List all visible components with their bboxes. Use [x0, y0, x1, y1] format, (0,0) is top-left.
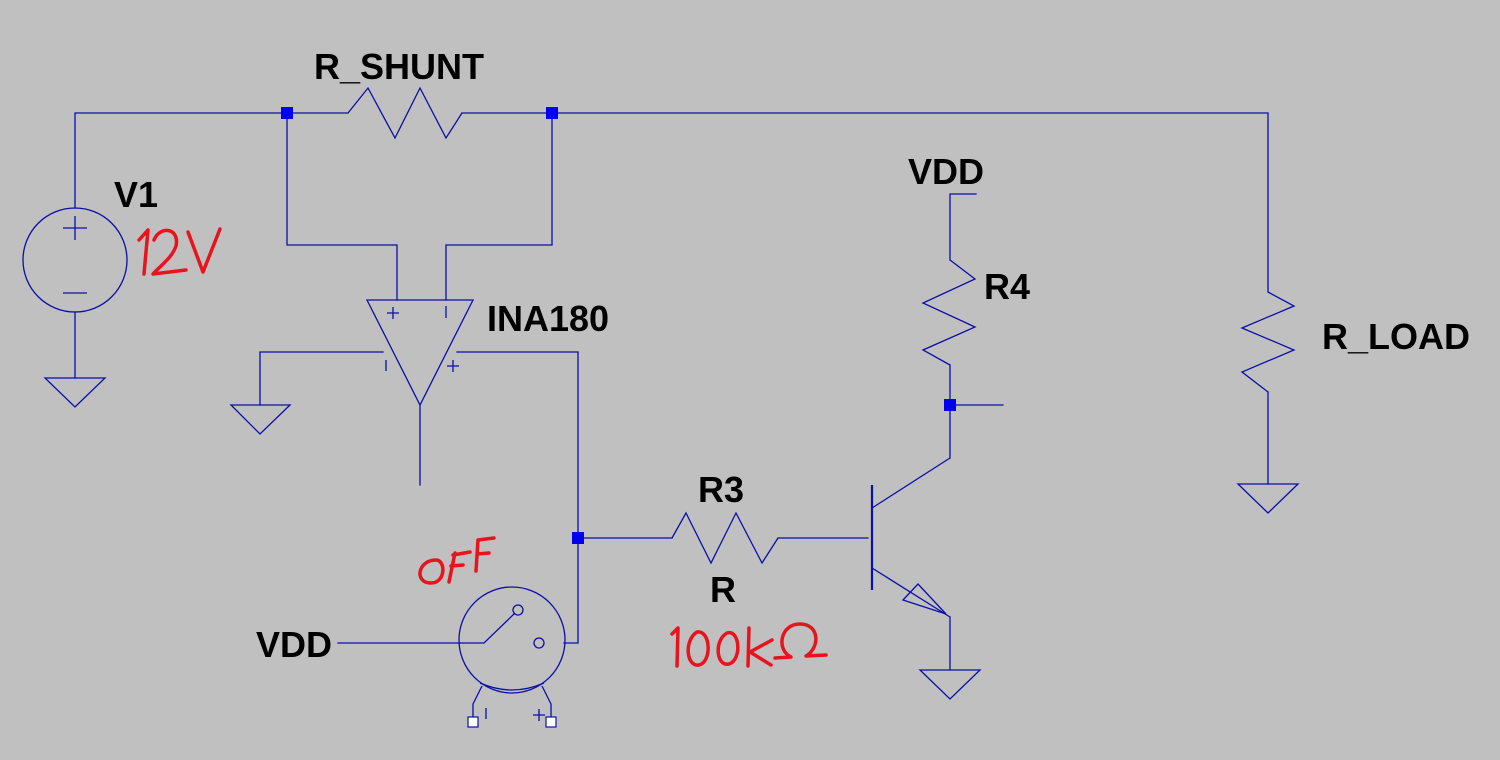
label-vdd-switch: VDD	[256, 624, 332, 665]
wires	[74, 112, 1269, 671]
voltage-controlled-switch-icon	[458, 586, 566, 728]
pin-mark-plus-right	[447, 360, 459, 372]
switch-pin-control-plus[interactable]	[545, 716, 557, 728]
label-v1: V1	[114, 174, 158, 215]
resistor-icon	[347, 86, 463, 140]
resistor-icon	[1240, 291, 1296, 393]
pin-mark-plus-switch	[533, 709, 545, 721]
ina-pin-marks	[385, 306, 459, 372]
annotation-r3-value	[670, 622, 828, 668]
npn-transistor-icon	[870, 457, 951, 618]
wire-ina-gnd[interactable]	[259, 351, 384, 406]
label-r-shunt: R_SHUNT	[314, 46, 484, 87]
voltage-source-v1[interactable]	[22, 207, 128, 313]
ground-icon	[918, 669, 982, 700]
wire-vdd-to-r4[interactable]	[949, 193, 977, 261]
wire-shunt-left-sense[interactable]	[286, 112, 398, 301]
label-r3-value: R	[710, 569, 736, 610]
resistor-r-shunt[interactable]	[347, 86, 463, 140]
junction-collector[interactable]	[944, 399, 956, 411]
resistor-r3[interactable]	[671, 511, 779, 565]
annotation-switch-state	[418, 536, 496, 585]
wire-top-right[interactable]	[461, 112, 1269, 293]
resistor-icon	[671, 511, 779, 565]
label-r4: R4	[984, 266, 1030, 307]
npn-transistor[interactable]	[870, 457, 951, 618]
resistor-r4[interactable]	[921, 259, 977, 366]
ground-ina[interactable]	[229, 404, 292, 435]
pin-mark-plus-top	[387, 307, 399, 319]
annotation-v1-value	[137, 227, 222, 276]
amplifier-ina180[interactable]	[365, 299, 475, 407]
ground-icon	[1236, 483, 1300, 514]
ground-v1[interactable]	[43, 377, 107, 408]
wire-shunt-right-sense[interactable]	[445, 112, 553, 301]
label-ina180: INA180	[487, 298, 609, 339]
ground-transistor[interactable]	[918, 669, 982, 700]
junction-r3-node[interactable]	[572, 532, 584, 544]
ground-icon	[229, 404, 292, 435]
amplifier-icon	[365, 299, 475, 407]
labels: R_SHUNT V1 INA180 VDD R4 R_LOAD R3 R VDD	[114, 46, 1470, 665]
handwritten-annotations	[137, 227, 828, 668]
voltage-controlled-switch[interactable]	[458, 586, 566, 728]
label-vdd-top: VDD	[908, 151, 984, 192]
junctions	[281, 107, 956, 544]
resistor-r-load[interactable]	[1240, 291, 1296, 393]
label-r-load: R_LOAD	[1322, 316, 1470, 357]
junction-shunt-right[interactable]	[546, 107, 558, 119]
ground-load[interactable]	[1236, 483, 1300, 514]
grounds	[43, 377, 1300, 700]
voltage-source-icon	[22, 207, 128, 313]
resistor-icon	[921, 259, 977, 366]
junction-shunt-left[interactable]	[281, 107, 293, 119]
wire-top-left[interactable]	[74, 112, 349, 209]
label-r3: R3	[698, 469, 744, 510]
wire-ina-output[interactable]	[456, 351, 579, 539]
ground-icon	[43, 377, 107, 408]
wire-node-to-switch[interactable]	[563, 537, 579, 644]
switch-pin-control-minus[interactable]	[467, 716, 479, 728]
